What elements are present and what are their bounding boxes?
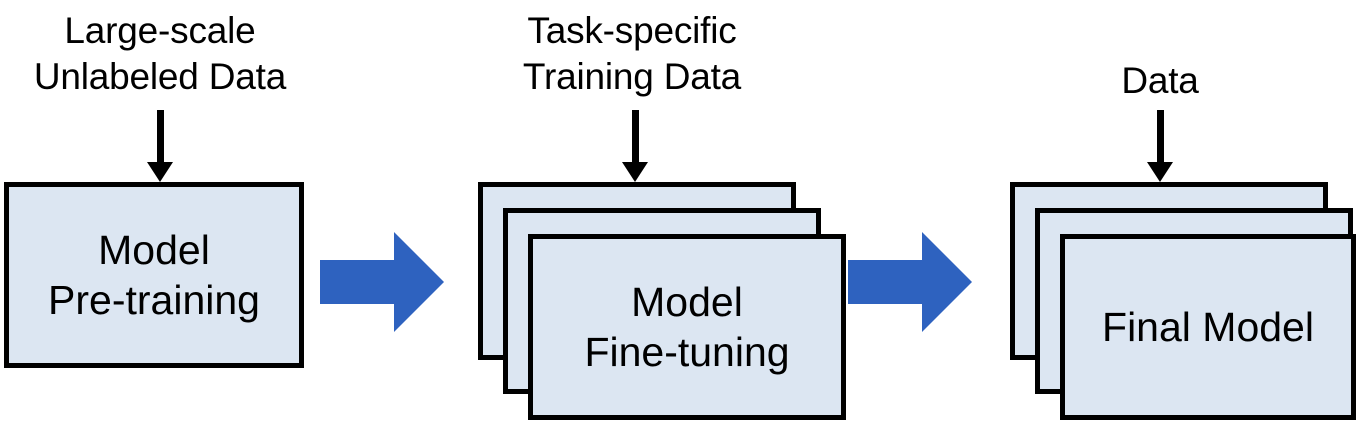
input-arrow-final	[1140, 110, 1180, 182]
box-label-final-model: Final Model	[1102, 304, 1314, 350]
arrow-shaft	[1156, 110, 1164, 164]
box-model-fine-tuning[interactable]: Model Fine-tuning	[528, 234, 846, 420]
arrow-shaft	[631, 110, 639, 164]
caption-data: Data	[1121, 60, 1199, 101]
box-label-model-pre-training: Model Pre-training	[48, 227, 260, 323]
box-final-model[interactable]: Final Model	[1060, 234, 1356, 420]
input-arrow-finetuning	[615, 110, 655, 182]
box-model-pre-training[interactable]: Model Pre-training	[4, 182, 304, 368]
caption-task-specific-training-data: Task-specific Training Data	[522, 10, 742, 97]
arrow-head	[1147, 162, 1173, 182]
arrow-shaft	[156, 110, 164, 164]
caption-large-scale-unlabeled-data: Large-scale Unlabeled Data	[33, 10, 287, 97]
input-arrow-pretraining	[140, 110, 180, 182]
arrow-head	[147, 162, 173, 182]
arrow-head	[622, 162, 648, 182]
arrow-finetuning-to-final	[848, 232, 972, 332]
arrow-pretraining-to-finetuning	[320, 232, 444, 332]
box-label-model-fine-tuning: Model Fine-tuning	[584, 279, 790, 375]
